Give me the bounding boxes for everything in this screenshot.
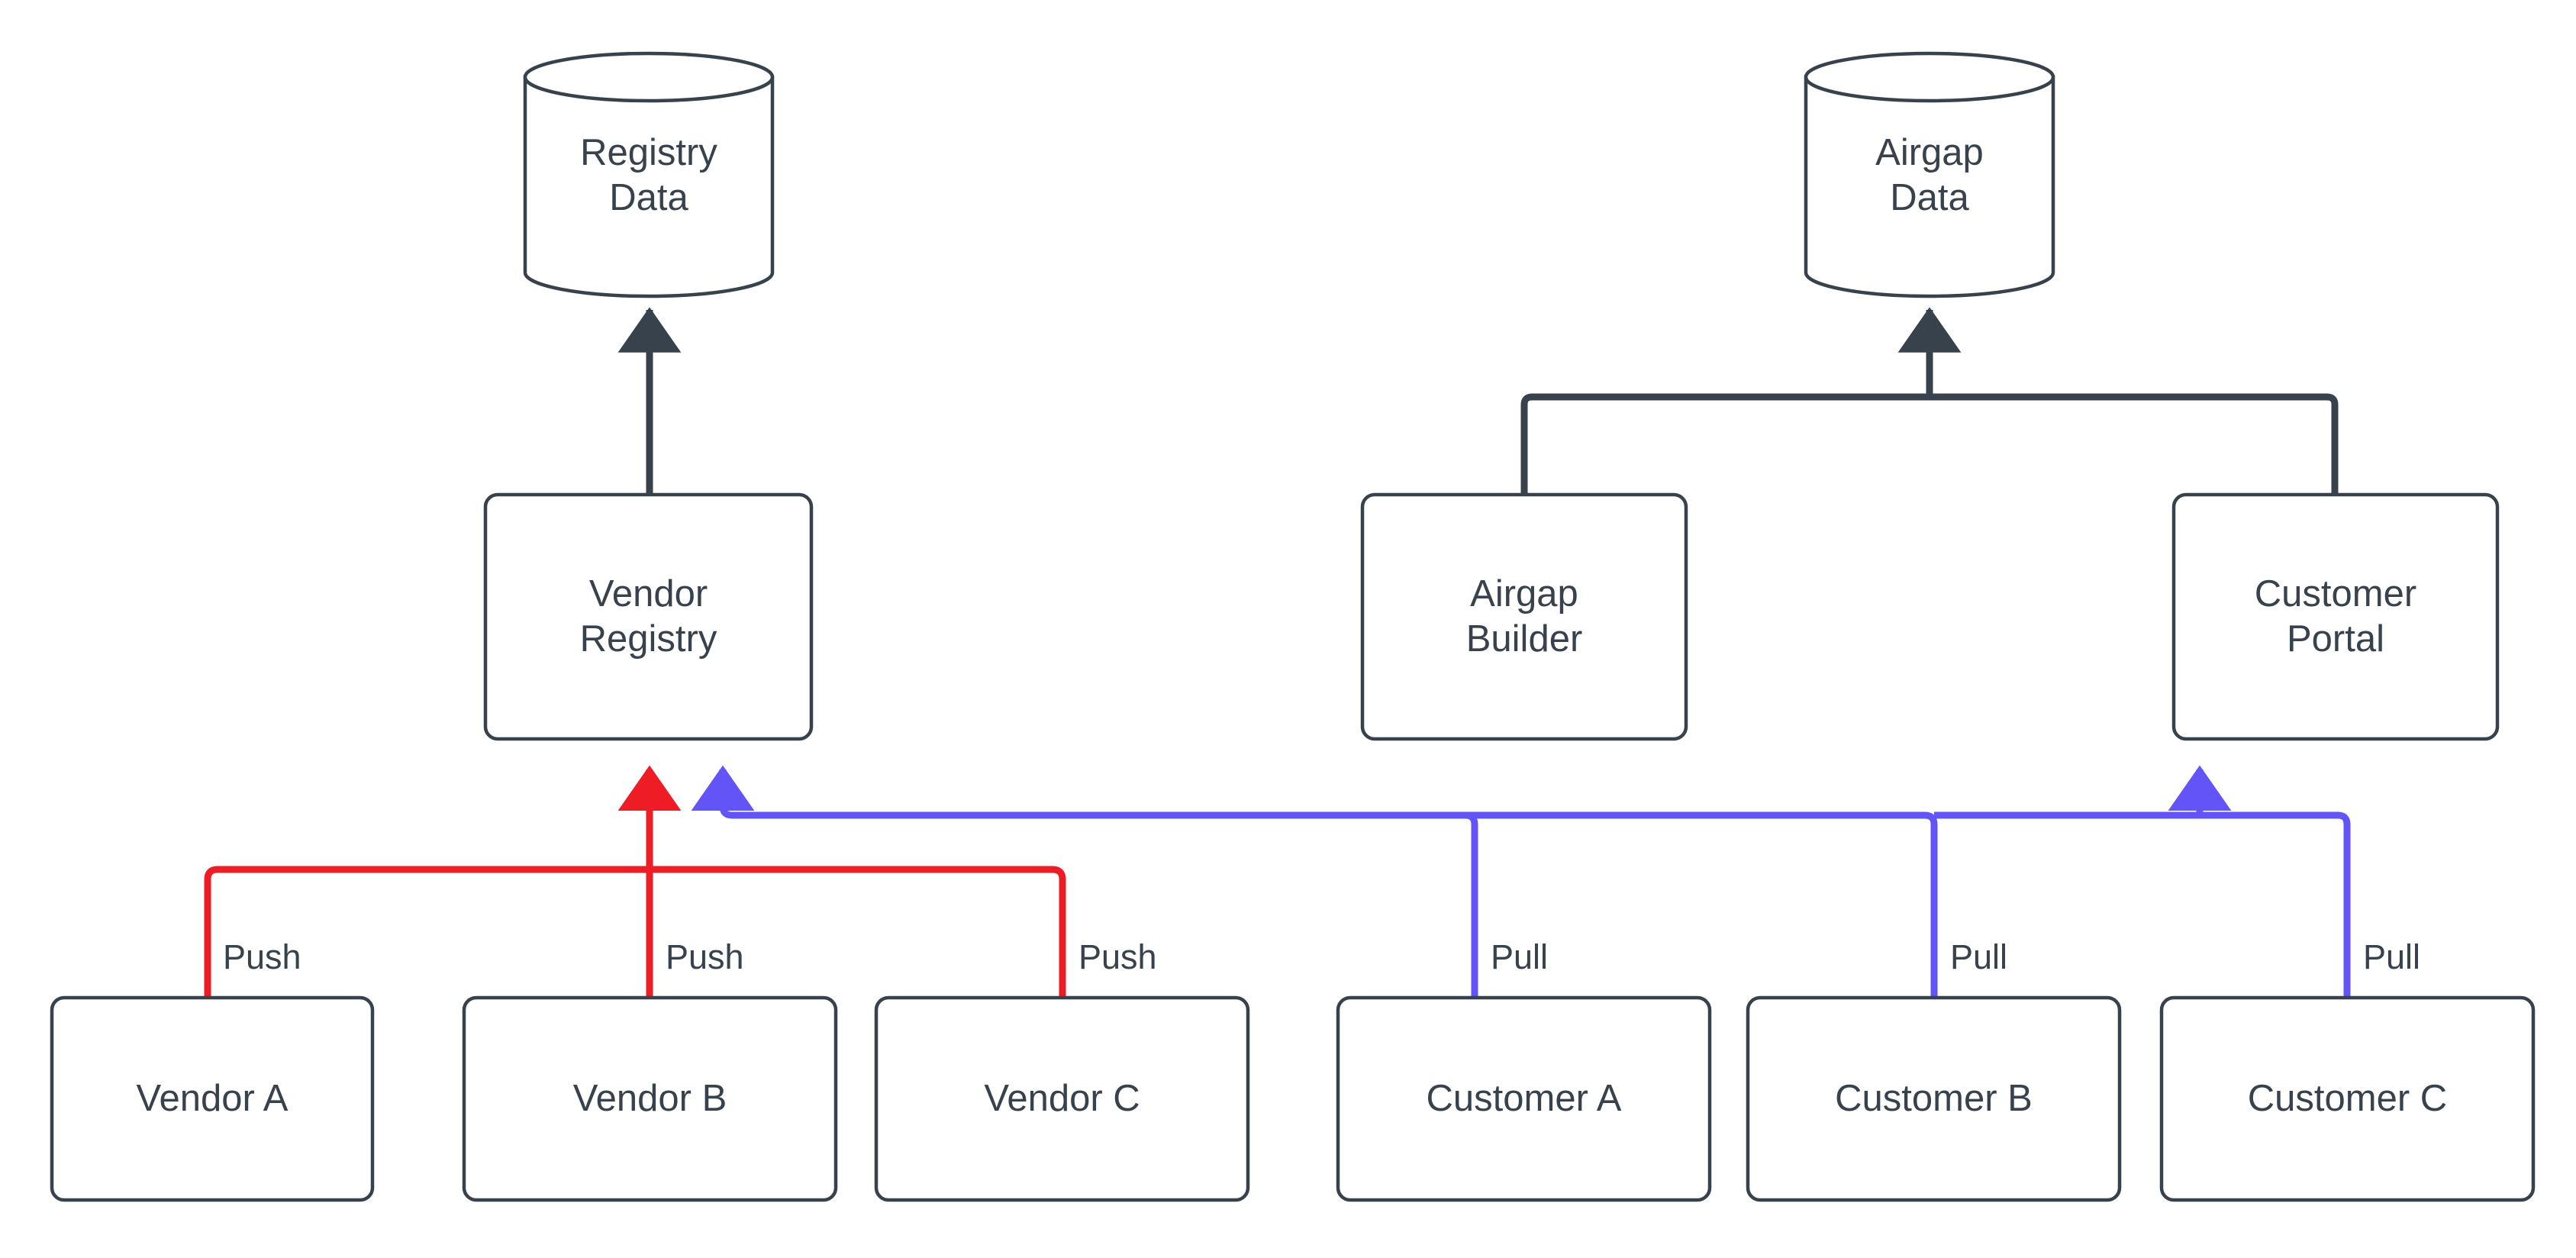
node-shape-airgap-data[interactable] <box>1804 51 2055 298</box>
edge-label-customer-a-pull: Pull <box>1491 937 1549 976</box>
node-shape-customer-portal[interactable] <box>2171 492 2500 741</box>
edge-label-vendor-b-push: Push <box>666 937 744 976</box>
node-shape-customer-b[interactable] <box>1746 995 2122 1202</box>
node-shape-vendor-b[interactable] <box>462 995 838 1202</box>
edge-label-customer-c-pull: Pull <box>2363 937 2421 976</box>
node-shape-vendor-a[interactable] <box>50 995 375 1202</box>
node-shape-vendor-registry[interactable] <box>483 492 814 741</box>
edge-vendor-c-push <box>650 866 1066 998</box>
edge-customer-c-pull <box>2200 811 2351 998</box>
edge-customer-portal-to-airgap-data <box>1930 393 2339 493</box>
edge-label-customer-b-pull: Pull <box>1950 937 2008 976</box>
edge-vendor-a-push <box>204 866 650 998</box>
edge-label-vendor-c-push: Push <box>1078 937 1157 976</box>
node-shape-airgap-builder[interactable] <box>1360 492 1688 741</box>
edge-customer-b-pull <box>732 811 1938 998</box>
node-shape-customer-c[interactable] <box>2159 995 2536 1202</box>
edge-airgap-builder-to-airgap-data <box>1520 393 1930 493</box>
node-shape-vendor-c[interactable] <box>874 995 1250 1202</box>
node-shape-registry-data[interactable] <box>523 51 775 298</box>
node-shape-customer-a[interactable] <box>1336 995 1712 1202</box>
edge-label-vendor-a-push: Push <box>223 937 301 976</box>
edge-pull-bus-to-vendor-registry <box>691 765 755 819</box>
